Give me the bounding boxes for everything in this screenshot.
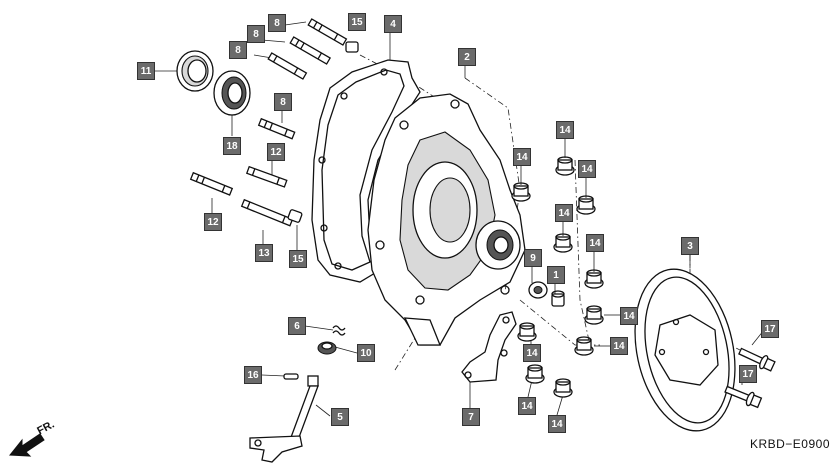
callout-7: 7 xyxy=(462,408,480,426)
flange-bolts xyxy=(724,347,776,409)
callout-5: 5 xyxy=(331,408,349,426)
flange-nuts xyxy=(511,156,604,398)
callout-8: 8 xyxy=(247,25,265,43)
callout-14: 14 xyxy=(523,344,541,362)
callout-12: 12 xyxy=(267,143,285,161)
oil-seal xyxy=(176,50,214,92)
callout-8: 8 xyxy=(268,14,286,32)
callout-15: 15 xyxy=(289,250,307,268)
callout-16: 16 xyxy=(244,366,262,384)
front-arrow-icon xyxy=(8,433,45,457)
callout-18: 18 xyxy=(223,137,241,155)
callout-14: 14 xyxy=(518,397,536,415)
pin xyxy=(283,373,299,380)
callout-8: 8 xyxy=(274,93,292,111)
dust-cover xyxy=(634,268,736,432)
callout-13: 13 xyxy=(255,244,273,262)
spring-and-grommet xyxy=(317,325,346,355)
gasket xyxy=(311,59,421,283)
stud-bolts xyxy=(189,18,348,227)
shaft-arm xyxy=(249,375,319,463)
callout-17: 17 xyxy=(761,320,779,338)
callout-10: 10 xyxy=(357,344,375,362)
callout-14: 14 xyxy=(610,337,628,355)
dowel-pins xyxy=(287,41,359,223)
callout-14: 14 xyxy=(555,204,573,222)
callout-14: 14 xyxy=(586,234,604,252)
callout-12: 12 xyxy=(204,213,222,231)
callout-14: 14 xyxy=(620,307,638,325)
rear-cover xyxy=(367,93,526,346)
callout-11: 11 xyxy=(137,62,155,80)
callout-17: 17 xyxy=(739,365,757,383)
callout-14: 14 xyxy=(548,415,566,433)
callout-3: 3 xyxy=(681,237,699,255)
callout-6: 6 xyxy=(288,317,306,335)
callout-2: 2 xyxy=(458,48,476,66)
callout-4: 4 xyxy=(384,15,402,33)
callout-9: 9 xyxy=(524,249,542,267)
callout-8: 8 xyxy=(229,41,247,59)
diagram-code: KRBD−E0900 xyxy=(749,437,830,451)
bracket-arm xyxy=(461,311,517,383)
callout-14: 14 xyxy=(513,148,531,166)
callout-1: 1 xyxy=(547,266,565,284)
callout-14: 14 xyxy=(578,160,596,178)
callout-15: 15 xyxy=(348,13,366,31)
callout-14: 14 xyxy=(556,121,574,139)
bearing xyxy=(213,70,251,116)
collar-and-bushing xyxy=(528,281,565,307)
